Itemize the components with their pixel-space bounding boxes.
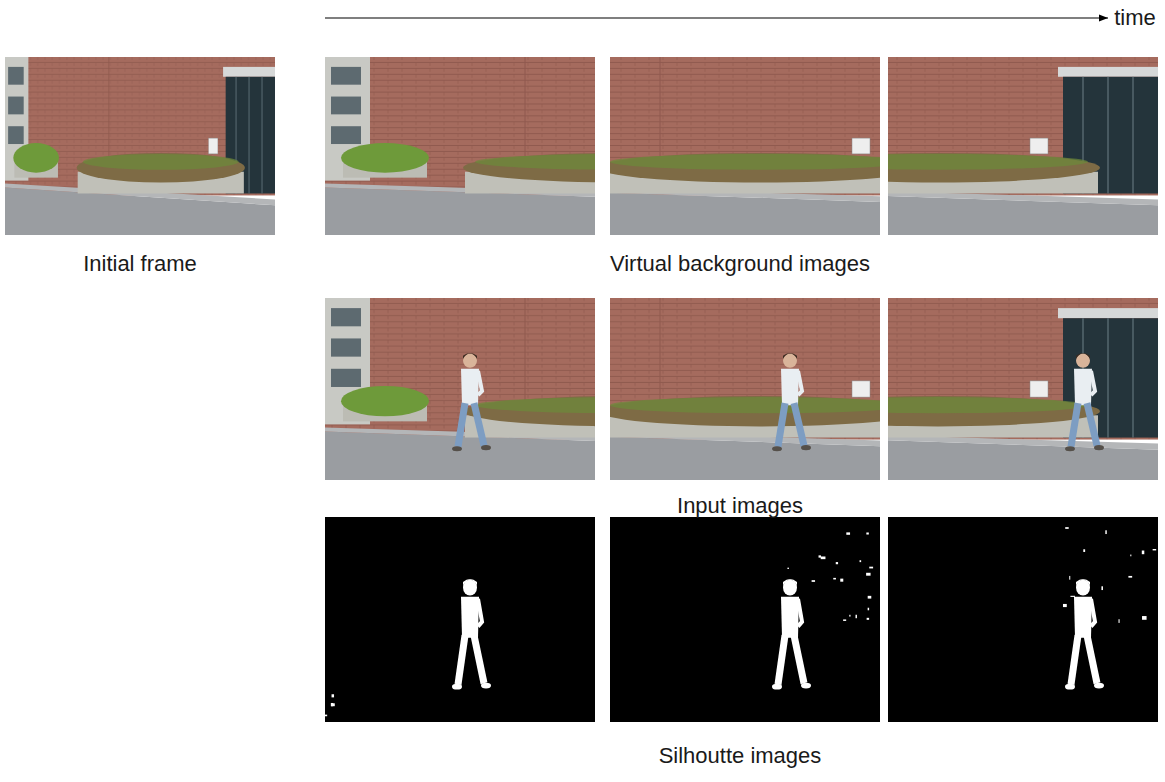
photo-image	[5, 57, 275, 235]
photo-image	[325, 57, 595, 235]
caption-label: Input images	[677, 493, 803, 519]
silhouette-image	[325, 517, 595, 722]
time-arrow	[325, 17, 1108, 18]
photo-image	[888, 57, 1158, 235]
photo-image	[610, 57, 880, 235]
silhouette-image	[610, 517, 880, 722]
photo-image	[325, 298, 595, 480]
caption-label: Virtual background images	[610, 251, 870, 277]
photo-image	[888, 298, 1158, 480]
caption-label: Silhoutte images	[659, 743, 822, 769]
silhouette-image	[888, 517, 1158, 722]
axis-label: time	[1114, 5, 1156, 31]
photo-image	[610, 298, 880, 480]
caption-label: Initial frame	[83, 251, 197, 277]
